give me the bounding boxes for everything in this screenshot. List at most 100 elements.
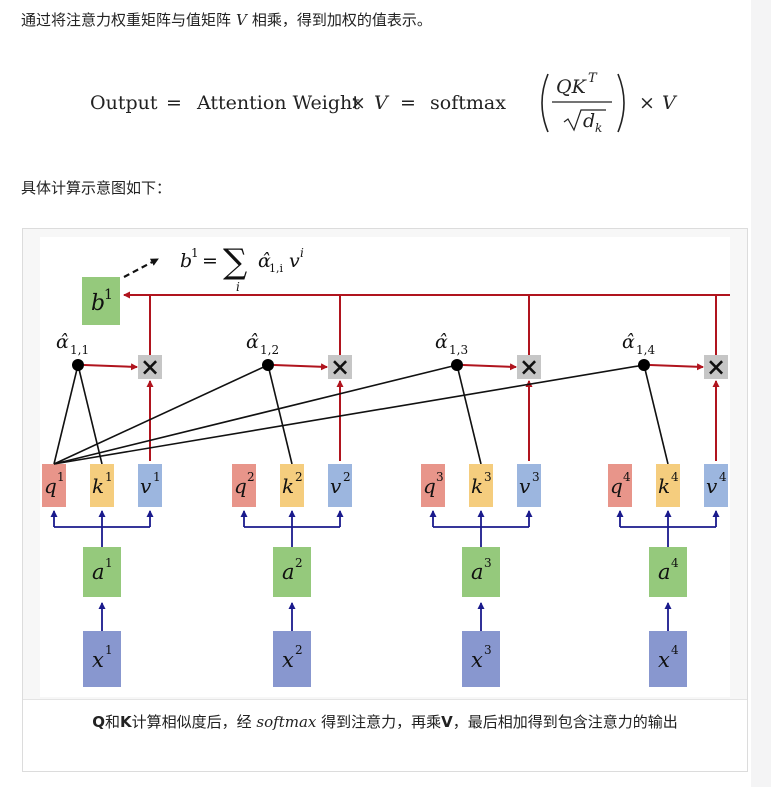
v-sup-1: 1	[153, 470, 161, 484]
q-sup-2: 2	[247, 470, 255, 484]
multiply-box-4	[704, 355, 728, 379]
formula-denom-sub: k	[595, 121, 602, 135]
key-line-1	[77, 364, 103, 465]
multiply-box-3	[517, 355, 541, 379]
caption-t4: ，最后相加得到包含注意力的输出	[452, 713, 678, 731]
x-box-1	[83, 631, 121, 687]
sum-eq: =	[202, 250, 218, 272]
caption-t1: 和	[104, 713, 120, 731]
formula-times-2: ×	[639, 92, 655, 114]
formula-eq-2: =	[400, 92, 416, 114]
q-label-4: q	[610, 474, 623, 498]
v-label-4: v	[706, 474, 718, 498]
multiply-symbol-3: ×	[519, 352, 539, 381]
formula-output: Output	[90, 92, 158, 114]
x-sup-3: 3	[484, 643, 492, 657]
intro-text-after: 相乘，得到加权的值表示。	[251, 11, 432, 29]
query-line-2	[53, 364, 269, 465]
alpha-node-1	[72, 359, 84, 371]
q-box-3	[421, 464, 445, 507]
x-label-2: x	[282, 648, 294, 672]
x-sup-1: 1	[105, 643, 113, 657]
alpha-sub-4: 1,4	[636, 343, 655, 357]
multiply-symbol-2: ×	[330, 352, 350, 381]
key-line-3	[456, 364, 482, 465]
q-label-3: q	[423, 474, 436, 498]
a-label-2: a	[282, 560, 295, 584]
alpha-label-2: α̂	[246, 331, 259, 353]
v-sup-4: 4	[719, 470, 727, 484]
k-box-4	[656, 464, 680, 507]
b-output-box	[82, 277, 120, 325]
a-box-1	[83, 547, 121, 597]
caption-q: Q	[92, 713, 105, 731]
sum-v: v	[289, 250, 300, 272]
key-line-4	[643, 364, 669, 465]
formula-v-2: V	[662, 92, 678, 114]
alpha-sub-1: 1,1	[70, 343, 89, 357]
k-sup-2: 2	[295, 470, 303, 484]
multiply-symbol-1: ×	[140, 352, 160, 381]
a-sup-4: 4	[671, 556, 679, 570]
key-line-2	[267, 364, 293, 465]
q-box-2	[232, 464, 256, 507]
caption-softmax: softmax	[256, 713, 317, 731]
formula-numerator-sup: T	[588, 71, 598, 86]
x-box-3	[462, 631, 500, 687]
k-sup-4: 4	[671, 470, 679, 484]
multiply-box-2	[328, 355, 352, 379]
v-box-3	[517, 464, 541, 507]
sum-alpha-sub: 1,i	[269, 262, 283, 275]
formula-sqrt-sign	[563, 109, 606, 132]
alpha-node-4	[638, 359, 650, 371]
alpha-node-2	[262, 359, 274, 371]
v-sup-3: 3	[532, 470, 540, 484]
x-box-4	[649, 631, 687, 687]
x-sup-4: 4	[671, 643, 679, 657]
x-sup-2: 2	[295, 643, 303, 657]
multiply-symbol-4: ×	[706, 352, 726, 381]
alpha-node-3	[451, 359, 463, 371]
formula-left-paren	[541, 73, 549, 133]
v-box-2	[328, 464, 352, 507]
v-label-3: v	[519, 474, 531, 498]
k-label-2: k	[282, 474, 294, 498]
v-box-4	[704, 464, 728, 507]
a-label-3: a	[471, 560, 484, 584]
a-label-1: a	[92, 560, 105, 584]
alpha-arrow-3	[462, 363, 517, 371]
multiply-box-1	[138, 355, 162, 379]
q-sup-3: 3	[436, 470, 444, 484]
alpha-arrow-4	[649, 363, 704, 371]
a-box-4	[649, 547, 687, 597]
sum-alpha: α̂	[258, 250, 271, 272]
a-sup-1: 1	[105, 556, 113, 570]
figure-caption: Q和K计算相似度后，经 softmax 得到注意力，再乘V，最后相加得到包含注意…	[23, 699, 747, 771]
k-label-3: k	[471, 474, 483, 498]
caption-t3: 得到注意力，再乘	[321, 713, 442, 731]
formula-denom-d: d	[583, 110, 595, 132]
formula-right-paren	[617, 73, 625, 133]
k-box-3	[469, 464, 493, 507]
q-sup-4: 4	[623, 470, 631, 484]
a-box-2	[273, 547, 311, 597]
k-sup-3: 3	[484, 470, 492, 484]
output-formula: Output = Attention Weight × V = softmax …	[90, 71, 678, 135]
page-scroll-gutter	[751, 0, 771, 787]
k-sup-1: 1	[105, 470, 113, 484]
sum-sigma: ∑	[223, 242, 247, 282]
query-line-4	[53, 364, 645, 465]
caption-t2: 计算相似度后，经	[131, 713, 252, 731]
query-line-3	[53, 364, 458, 465]
formula-attention-weight: Attention Weight	[196, 92, 360, 114]
formula-numerator: QK	[556, 76, 588, 98]
formula-softmax: softmax	[430, 92, 506, 114]
a-sup-3: 3	[484, 556, 492, 570]
dashed-arrow	[123, 258, 159, 278]
alpha-label-1: α̂	[56, 331, 69, 353]
sum-formula: b 1 = ∑ i α̂ 1,i v i	[180, 242, 304, 294]
alpha-label-4: α̂	[622, 331, 635, 353]
